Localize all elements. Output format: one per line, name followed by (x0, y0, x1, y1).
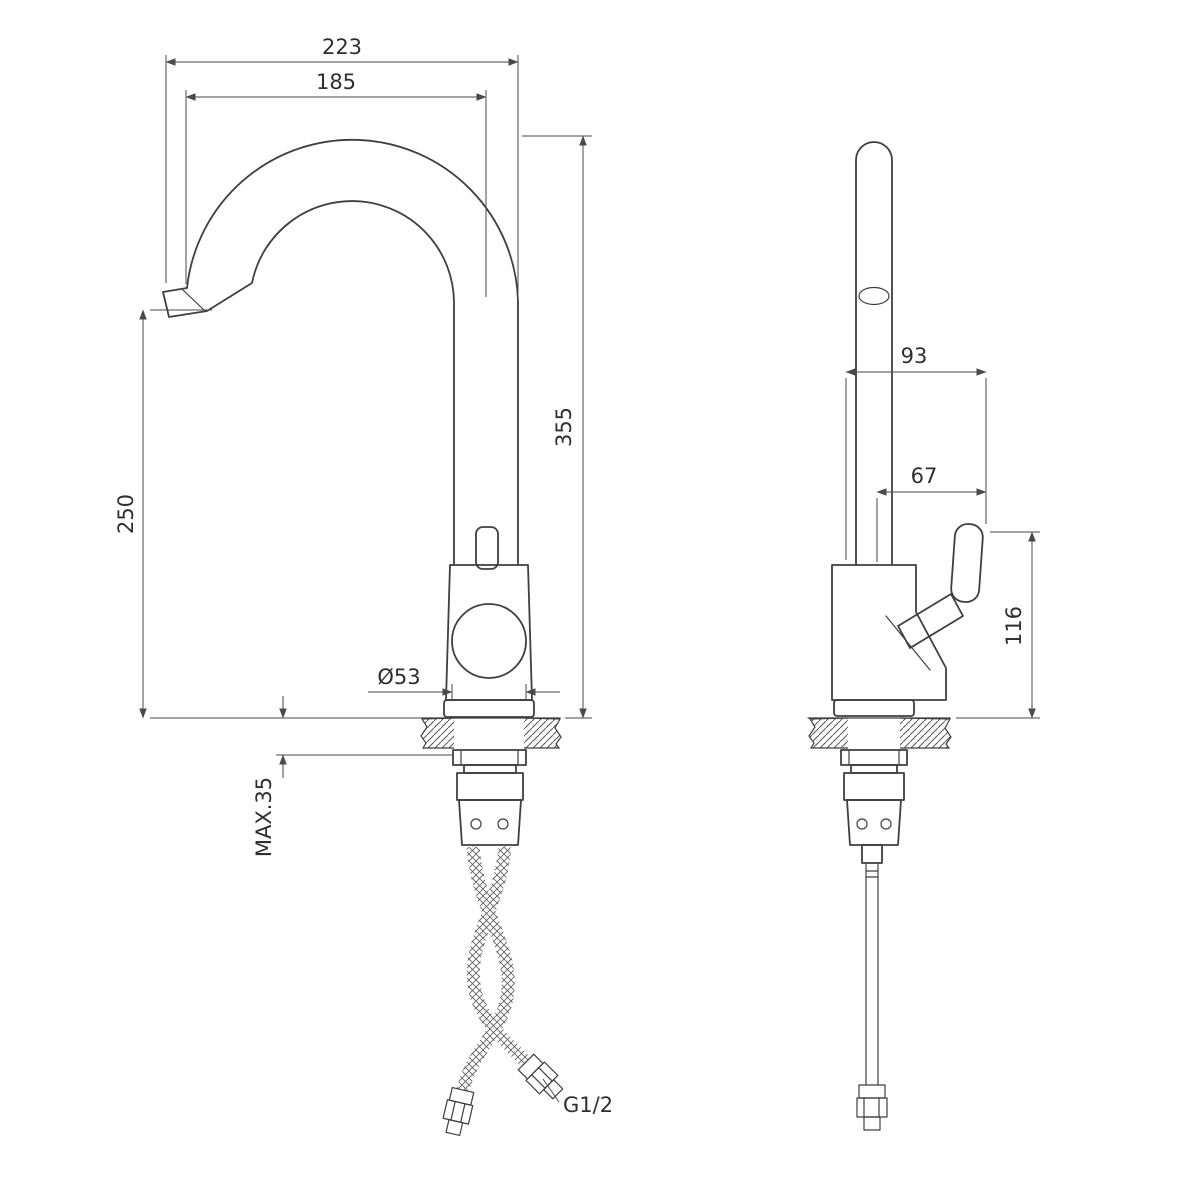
aerator-junction-line (182, 289, 205, 311)
dim-handle-offset: 67 (911, 464, 938, 488)
spout-outline (162, 138, 519, 566)
hose-crimp-collar (861, 844, 883, 864)
countertop-hatch-left-side (808, 717, 849, 749)
shank (463, 764, 517, 774)
bracket-hole-left-side (856, 818, 868, 830)
countertop-front (420, 717, 562, 749)
dimensions-side: 93 67 116 (845, 344, 1040, 719)
mixer-body-front (445, 564, 533, 701)
spout-outlet-ellipse (858, 286, 890, 306)
dim-max-thickness: MAX.35 (252, 777, 276, 857)
hose-right (466, 846, 531, 1067)
mounting-bracket-side (846, 799, 902, 846)
dim-thread-size: G1/2 (563, 1093, 613, 1117)
lock-nut (456, 772, 524, 801)
mounting-bracket (458, 799, 522, 846)
washer (452, 749, 527, 766)
handle-knob (950, 523, 984, 603)
mounting-stack-side (840, 749, 908, 846)
supply-hose-side (856, 844, 888, 1131)
bracket-hole-left (470, 818, 482, 830)
dim-spout-height: 250 (114, 494, 138, 534)
mixer-body-side (831, 523, 984, 701)
dim-total-height: 355 (552, 407, 576, 447)
front-view: 223 185 355 250 Ø53 (114, 35, 613, 1137)
washer-side (840, 749, 908, 766)
dim-handle-height: 116 (1002, 606, 1026, 646)
hose-fitting-right (517, 1053, 564, 1100)
dim-total-width: 223 (322, 35, 362, 59)
base-escutcheon-front (443, 699, 535, 718)
mounting-stack-front (452, 749, 527, 846)
riser-tube-side (855, 141, 893, 566)
dim-spout-reach: 185 (316, 70, 356, 94)
hose-left (456, 846, 515, 1092)
side-view: 93 67 116 (807, 141, 1040, 1131)
shank-side (850, 764, 898, 774)
body-joint-circle (451, 603, 527, 679)
handle-lever-front (475, 526, 499, 570)
dim-total-depth: 93 (901, 344, 928, 368)
flexible-hoses (442, 846, 564, 1137)
dimensions-front: 223 185 355 250 Ø53 (114, 35, 613, 1117)
countertop-side (807, 717, 952, 749)
bracket-hole-right (497, 818, 509, 830)
countertop-hatch-right (523, 717, 562, 749)
countertop-hatch-left (420, 717, 455, 749)
base-escutcheon-side (833, 699, 915, 717)
lock-nut-side (843, 772, 905, 801)
hose-fitting-side (856, 1084, 888, 1131)
countertop-hatch-right-side (899, 717, 952, 749)
hose-fitting-left (442, 1086, 475, 1137)
handle-arm (897, 593, 964, 649)
dim-base-diameter: Ø53 (377, 665, 420, 689)
bracket-hole-right-side (880, 818, 892, 830)
